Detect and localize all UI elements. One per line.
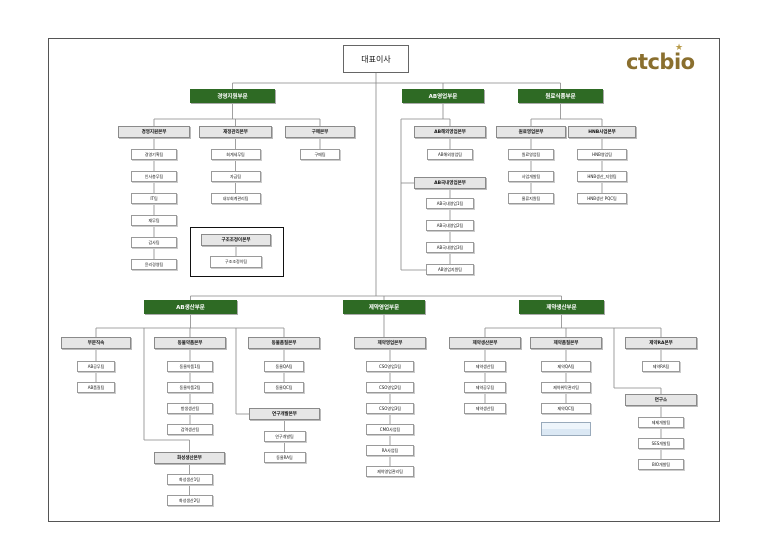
mgmt-team: IT팀: [131, 193, 177, 204]
division-food: 원료식품부문: [518, 89, 603, 103]
lab-team: BIO개발팀: [638, 459, 684, 470]
pharma-production-team: 제약공무팀: [464, 382, 506, 393]
purchase-team: 구매팀: [300, 149, 340, 160]
hq-lab: 연구소: [625, 394, 697, 406]
pharma-sales-team: CMO사업팀: [366, 424, 414, 435]
hq-animal-drugs: 동물약품본부: [154, 337, 226, 349]
pharma-sales-team: CSO영업2팀: [366, 382, 414, 393]
animal-drugs-team: 동물약품2팀: [167, 382, 213, 393]
hq-pharma-quality: 제약품질본부: [530, 337, 602, 349]
pharma-quality-team: 제약QC팀: [541, 403, 591, 414]
ab-domestic-team: AB국내영업3팀: [426, 242, 474, 253]
pharma-quality-team: 제약위탁관리팀: [541, 382, 591, 393]
division-pharma-production: 제약생산부문: [519, 300, 604, 314]
animal-drugs-team: 검역생산팀: [167, 424, 213, 435]
materials-team: 원료영업팀: [508, 149, 554, 160]
mgmt-team: 재무팀: [131, 215, 177, 226]
animal-quality-team: 동물QA팀: [264, 361, 304, 372]
rnd-team: 연구개발팀: [263, 431, 306, 442]
hq-finance: 재정관리본부: [199, 126, 272, 138]
hq-ab-domestic: AB국내영업본부: [414, 177, 486, 189]
pharma-sales-team: CSO영업3팀: [366, 403, 414, 414]
division-pharma-sales: 제약영업부문: [343, 300, 425, 314]
chemical-team: 화성생산1팀: [166, 474, 213, 485]
division-ab-production: AB생산부문: [144, 300, 237, 314]
hq-rnd: 연구개발본부: [249, 408, 320, 420]
hq-pharma-production: 제약생산본부: [449, 337, 521, 349]
direct-team: AB공무팀: [77, 361, 115, 372]
pharma-production-team: 제약생산팀: [464, 403, 506, 414]
rnd-team: 동물RA팀: [263, 452, 306, 463]
restructuring-group: [190, 227, 284, 277]
mgmt-team: 감사팀: [131, 237, 177, 248]
lab-team: 제제개발팀: [638, 417, 684, 428]
hnb-team: HNB생산 PQC팀: [577, 193, 627, 204]
note-table: [541, 422, 591, 436]
chemical-team: 화성생산2팀: [166, 495, 213, 506]
hq-animal-quality: 동물품질본부: [248, 337, 320, 349]
hq-materials: 원료영업본부: [496, 126, 566, 138]
ab-domestic-team: AB영업지원팀: [426, 264, 474, 275]
mgmt-team: 인사총무팀: [131, 171, 177, 182]
hq-hnb: HNB사업본부: [568, 126, 636, 138]
mgmt-team: 윤리경영팀: [131, 259, 177, 270]
pharma-production-team: 제약생산팀: [464, 361, 506, 372]
pharma-quality-team: 제약QA팀: [541, 361, 591, 372]
direct-team: AB품질팀: [77, 382, 115, 393]
animal-drugs-team: 항생생산팀: [167, 403, 213, 414]
hq-pharma-sales: 제약영업본부: [354, 337, 426, 349]
hq-purchase: 구매본부: [285, 126, 355, 138]
division-ab-sales: AB영업부문: [402, 89, 484, 103]
ab-domestic-team: AB국내영업1팀: [426, 198, 474, 209]
materials-team: 사업개발팀: [508, 171, 554, 182]
ab-overseas-team: AB해외영업팀: [427, 149, 473, 160]
company-logo: ctcbio: [626, 50, 695, 74]
hq-mgmt-support: 경영지원본부: [118, 126, 190, 138]
pharma-sales-team: 제약영업관리팀: [366, 466, 414, 477]
lab-team: SES개발팀: [638, 438, 684, 449]
pharma-sales-team: RA사업팀: [366, 445, 414, 456]
hq-ab-overseas: AB해외영업본부: [414, 126, 486, 138]
ab-domestic-team: AB국내영업2팀: [426, 220, 474, 231]
hq-direct: 부문직속: [61, 337, 131, 349]
animal-drugs-team: 동물약품1팀: [167, 361, 213, 372]
ceo-box: 대표이사: [343, 45, 409, 73]
animal-quality-team: 동물QC팀: [264, 382, 304, 393]
finance-team: 회계세무팀: [210, 149, 261, 160]
pharma-sales-team: CSO영업1팀: [366, 361, 414, 372]
pharma-ra-team: 제약RA팀: [642, 361, 680, 372]
hq-chemical: 화성생산본부: [154, 452, 225, 464]
mgmt-team: 경영기획팀: [131, 149, 177, 160]
finance-team: 내부회계관리팀: [210, 193, 261, 204]
division-mgmt: 경영지원부문: [190, 89, 275, 103]
hq-pharma-ra: 제약RA본부: [625, 337, 697, 349]
finance-team: 자금팀: [210, 171, 261, 182]
hnb-team: HNB영업팀: [577, 149, 627, 160]
star-icon: ★: [675, 43, 684, 53]
hnb-team: HNB생산_지원팀: [577, 171, 627, 182]
hq-restructuring: 구조조정이본부: [201, 234, 271, 246]
restructuring-team: 구조조정이팀: [210, 256, 262, 268]
materials-team: 물류지원팀: [508, 193, 554, 204]
